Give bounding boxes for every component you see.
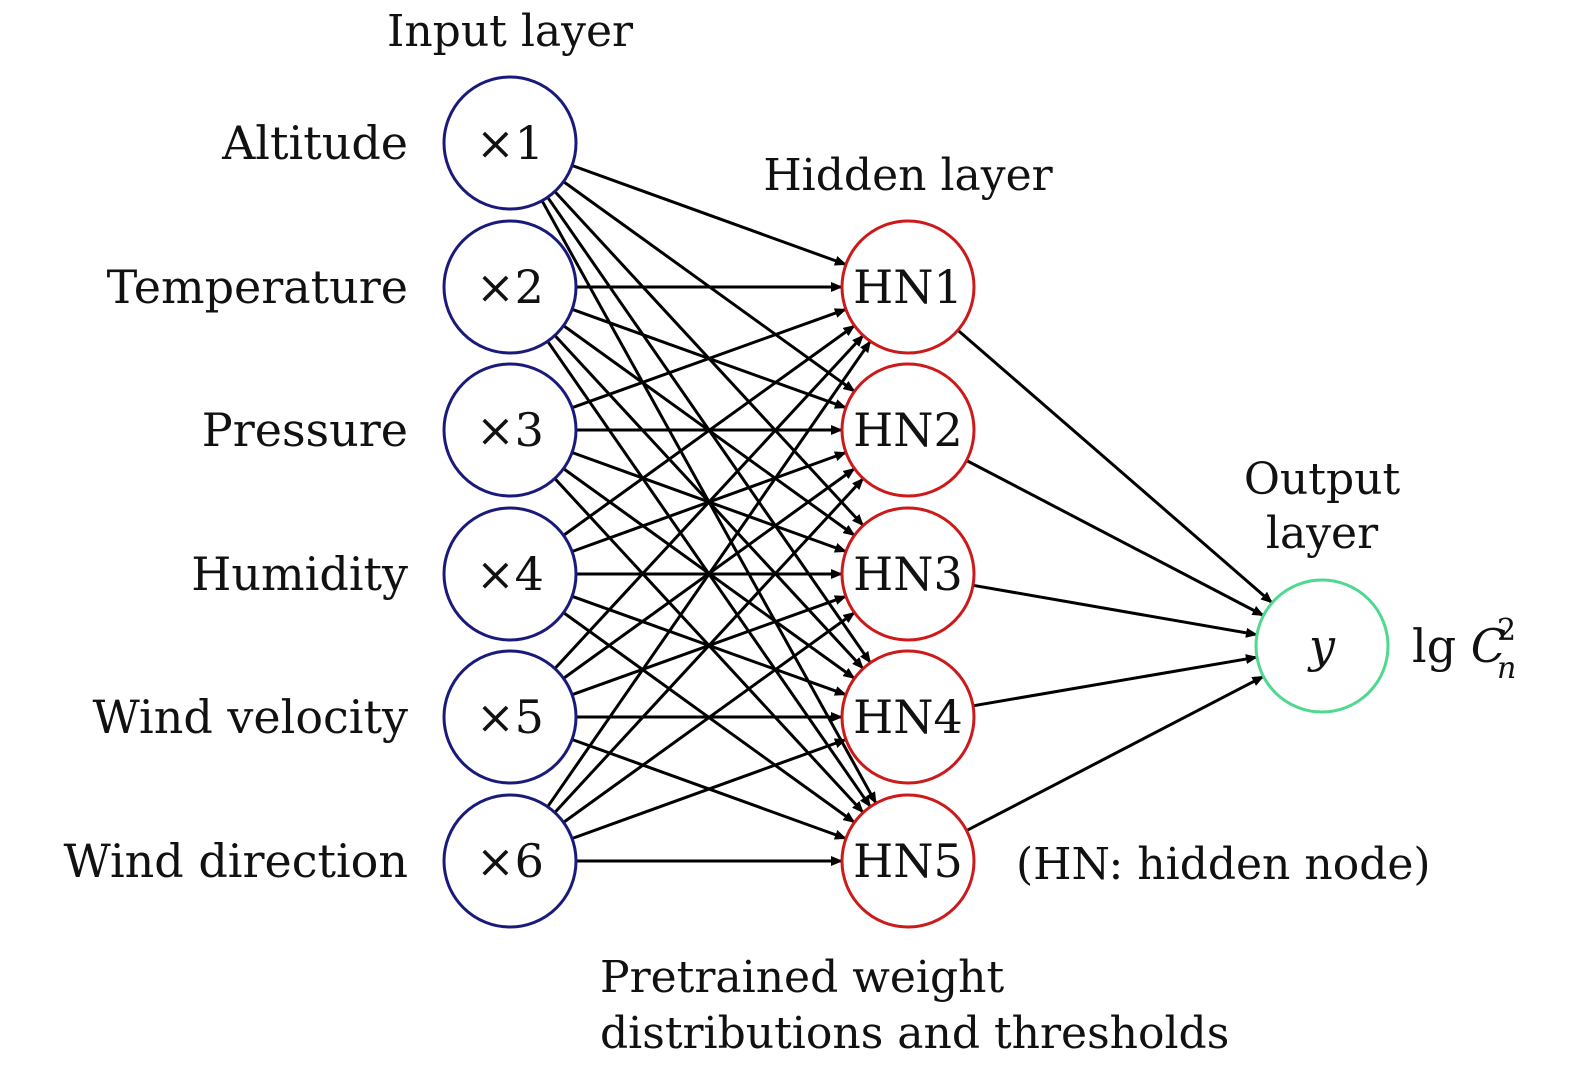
input-label-temperature: Temperature [107, 260, 408, 314]
output-node-symbol: y [1307, 619, 1336, 673]
edge-hidden-1-output [956, 329, 1274, 604]
hidden-layer-title: Hidden layer [763, 150, 1053, 201]
input-label-humidity: Humidity [191, 547, 408, 601]
hidden-node-1-label: HN1 [853, 260, 963, 314]
edge-hidden-5-output [965, 675, 1265, 832]
input-label-altitude: Altitude [221, 116, 408, 170]
input-node-2-symbol: ×2 [476, 260, 544, 314]
hidden-node-3-label: HN3 [853, 547, 963, 601]
hidden-node-4: HN4 [840, 649, 976, 785]
input-node-6-symbol: ×6 [476, 834, 544, 888]
input-to-hidden-connections [540, 164, 878, 866]
input-node-2: ×2 [442, 219, 578, 355]
input-node-5: ×5 [442, 649, 578, 785]
edge-input-6-hidden-1 [546, 340, 872, 808]
input-label-wind-velocity: Wind velocity [93, 690, 408, 744]
edge-input-1-hidden-1 [571, 164, 847, 266]
caption-line-1: Pretrained weight [600, 952, 1005, 1003]
edge-input-6-hidden-2 [553, 477, 865, 814]
input-node-5-symbol: ×5 [476, 690, 544, 744]
output-node: y [1254, 578, 1390, 714]
input-node-1-symbol: ×1 [476, 116, 544, 170]
input-node-6: ×6 [442, 793, 578, 929]
edge-hidden-2-output [965, 459, 1265, 617]
input-label-pressure: Pressure [202, 403, 408, 457]
edge-hidden-3-output [972, 583, 1258, 638]
hidden-node-1: HN1 [840, 219, 976, 355]
hidden-node-2: HN2 [840, 362, 976, 498]
input-node-1: ×1 [442, 75, 578, 211]
output-quantity-sup: 2 [1497, 613, 1516, 648]
edge-input-4-hidden-1 [562, 324, 856, 537]
hidden-node-4-label: HN4 [853, 690, 963, 744]
input-node-4: ×4 [442, 506, 578, 642]
hidden-to-output-connections [956, 329, 1274, 832]
output-quantity-base: lg [1412, 619, 1456, 673]
output-quantity-var: C [1471, 619, 1506, 673]
input-label-wind-direction: Wind direction [63, 834, 408, 888]
hidden-node-2-label: HN2 [853, 403, 963, 457]
hidden-node-5: HN5 [840, 793, 976, 929]
input-node-3-symbol: ×3 [476, 403, 544, 457]
edge-input-5-hidden-1 [553, 334, 865, 670]
edge-input-3-hidden-1 [571, 307, 847, 410]
hidden-node-3: HN3 [840, 506, 976, 642]
input-node-3: ×3 [442, 362, 578, 498]
legend-note: (HN: hidden node) [1016, 839, 1431, 890]
output-layer-title-line2: layer [1266, 508, 1379, 559]
hidden-node-5-label: HN5 [853, 834, 963, 888]
output-layer-title-line1: Output [1244, 454, 1401, 505]
caption-line-2: distributions and thresholds [600, 1008, 1229, 1059]
output-quantity-sub: n [1497, 651, 1516, 686]
input-node-4-symbol: ×4 [476, 547, 544, 601]
edge-input-6-hidden-3 [562, 611, 856, 824]
edge-input-6-hidden-4 [571, 738, 847, 840]
output-quantity-label: lg C [1412, 619, 1506, 673]
edge-hidden-4-output [972, 654, 1258, 708]
input-layer-title: Input layer [387, 6, 634, 57]
